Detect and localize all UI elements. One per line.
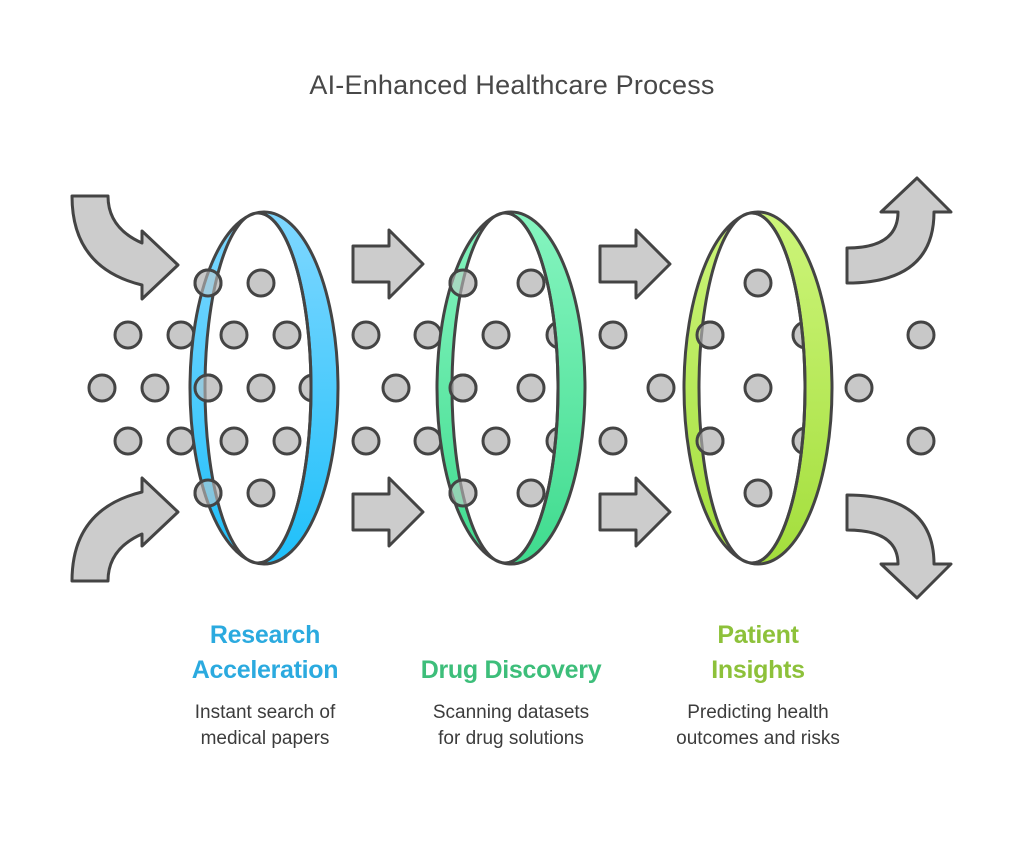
data-dot-overlap: [448, 268, 478, 298]
data-dot: [906, 320, 936, 350]
curved-arrow-in-bottom-icon: [70, 476, 180, 583]
data-dot: [598, 320, 628, 350]
data-dot: [906, 426, 936, 456]
stage-description-line-1: Instant search of: [194, 702, 336, 723]
data-dot: [166, 426, 196, 456]
ring-inner-edge: [504, 211, 560, 565]
straight-arrow-bottom-1-icon: [351, 476, 425, 548]
stage-drug-discovery: Drug Discovery Scanning datasets for dru…: [381, 618, 641, 752]
data-dot: [743, 478, 773, 508]
stage-description-line-1: Predicting health: [687, 702, 829, 723]
stage-title: Patient Insights: [628, 618, 888, 688]
stage-description: Instant search of medical papers: [135, 700, 395, 752]
data-dot: [272, 426, 302, 456]
data-dot: [351, 426, 381, 456]
data-dot: [413, 426, 443, 456]
stage-description-line-1: Scanning datasets: [432, 702, 590, 723]
curved-arrow-in-top-icon: [70, 194, 180, 301]
flow-arrows: [70, 176, 953, 600]
data-dot: [219, 426, 249, 456]
curved-arrow-out-top-icon: [845, 176, 953, 285]
data-dot: [481, 320, 511, 350]
stage-title-line-2: Acceleration: [191, 656, 339, 684]
data-dot: [844, 373, 874, 403]
data-dot: [516, 478, 546, 508]
ring-patient-insights: [682, 210, 834, 566]
data-dot: [743, 268, 773, 298]
ring-inner-edge: [751, 211, 807, 565]
data-dot: [598, 426, 628, 456]
curved-arrow-out-bottom-icon: [845, 493, 953, 600]
data-dot: [113, 426, 143, 456]
data-dot: [113, 320, 143, 350]
data-dot: [413, 320, 443, 350]
data-dot: [351, 320, 381, 350]
stage-title: Research Acceleration: [135, 618, 395, 688]
stage-description-line-2: medical papers: [200, 728, 330, 749]
stage-title-line-1: Patient: [717, 621, 799, 649]
data-dot: [481, 426, 511, 456]
straight-arrow-top-2-icon: [598, 228, 672, 300]
diagram-title: AI-Enhanced Healthcare Process: [309, 70, 715, 100]
straight-arrow-bottom-2-icon: [598, 476, 672, 548]
stage-title-line-2: Drug Discovery: [420, 656, 602, 684]
data-dot-overlap: [448, 373, 478, 403]
data-dot: [381, 373, 411, 403]
data-dot-overlap: [448, 478, 478, 508]
ring-research-acceleration: [188, 210, 340, 566]
data-dot: [246, 478, 276, 508]
stage-description-line-2: for drug solutions: [438, 728, 584, 749]
data-dot: [219, 320, 249, 350]
data-dot-overlap: [695, 320, 725, 350]
stage-title-line-2: Insights: [711, 656, 805, 684]
data-dot-overlap: [193, 268, 223, 298]
stage-title-line-1: [381, 618, 641, 653]
data-dot: [140, 373, 170, 403]
data-dot: [516, 268, 546, 298]
data-dot: [87, 373, 117, 403]
data-dot: [272, 320, 302, 350]
straight-arrow-top-1-icon: [351, 228, 425, 300]
data-dot: [246, 268, 276, 298]
ring-drug-discovery: [435, 210, 587, 566]
stage-rings: [188, 210, 834, 566]
data-dot: [743, 373, 773, 403]
stage-research-acceleration: Research Acceleration Instant search of …: [135, 618, 395, 752]
stage-title-line-1: Research: [209, 621, 321, 649]
stage-description: Predicting health outcomes and risks: [628, 700, 888, 752]
data-dot: [516, 373, 546, 403]
data-dot: [646, 373, 676, 403]
ring-inner-edge: [257, 211, 313, 565]
data-dot-overlap: [193, 373, 223, 403]
data-dot-overlap: [695, 426, 725, 456]
stage-title: Drug Discovery: [381, 618, 641, 688]
data-dot: [166, 320, 196, 350]
data-dots-foreground: [193, 268, 725, 508]
data-dots-background: [87, 268, 936, 508]
data-dot: [246, 373, 276, 403]
stage-description: Scanning datasets for drug solutions: [381, 700, 641, 752]
data-dot-overlap: [193, 478, 223, 508]
stage-description-line-2: outcomes and risks: [676, 728, 840, 749]
stage-patient-insights: Patient Insights Predicting health outco…: [628, 618, 888, 752]
